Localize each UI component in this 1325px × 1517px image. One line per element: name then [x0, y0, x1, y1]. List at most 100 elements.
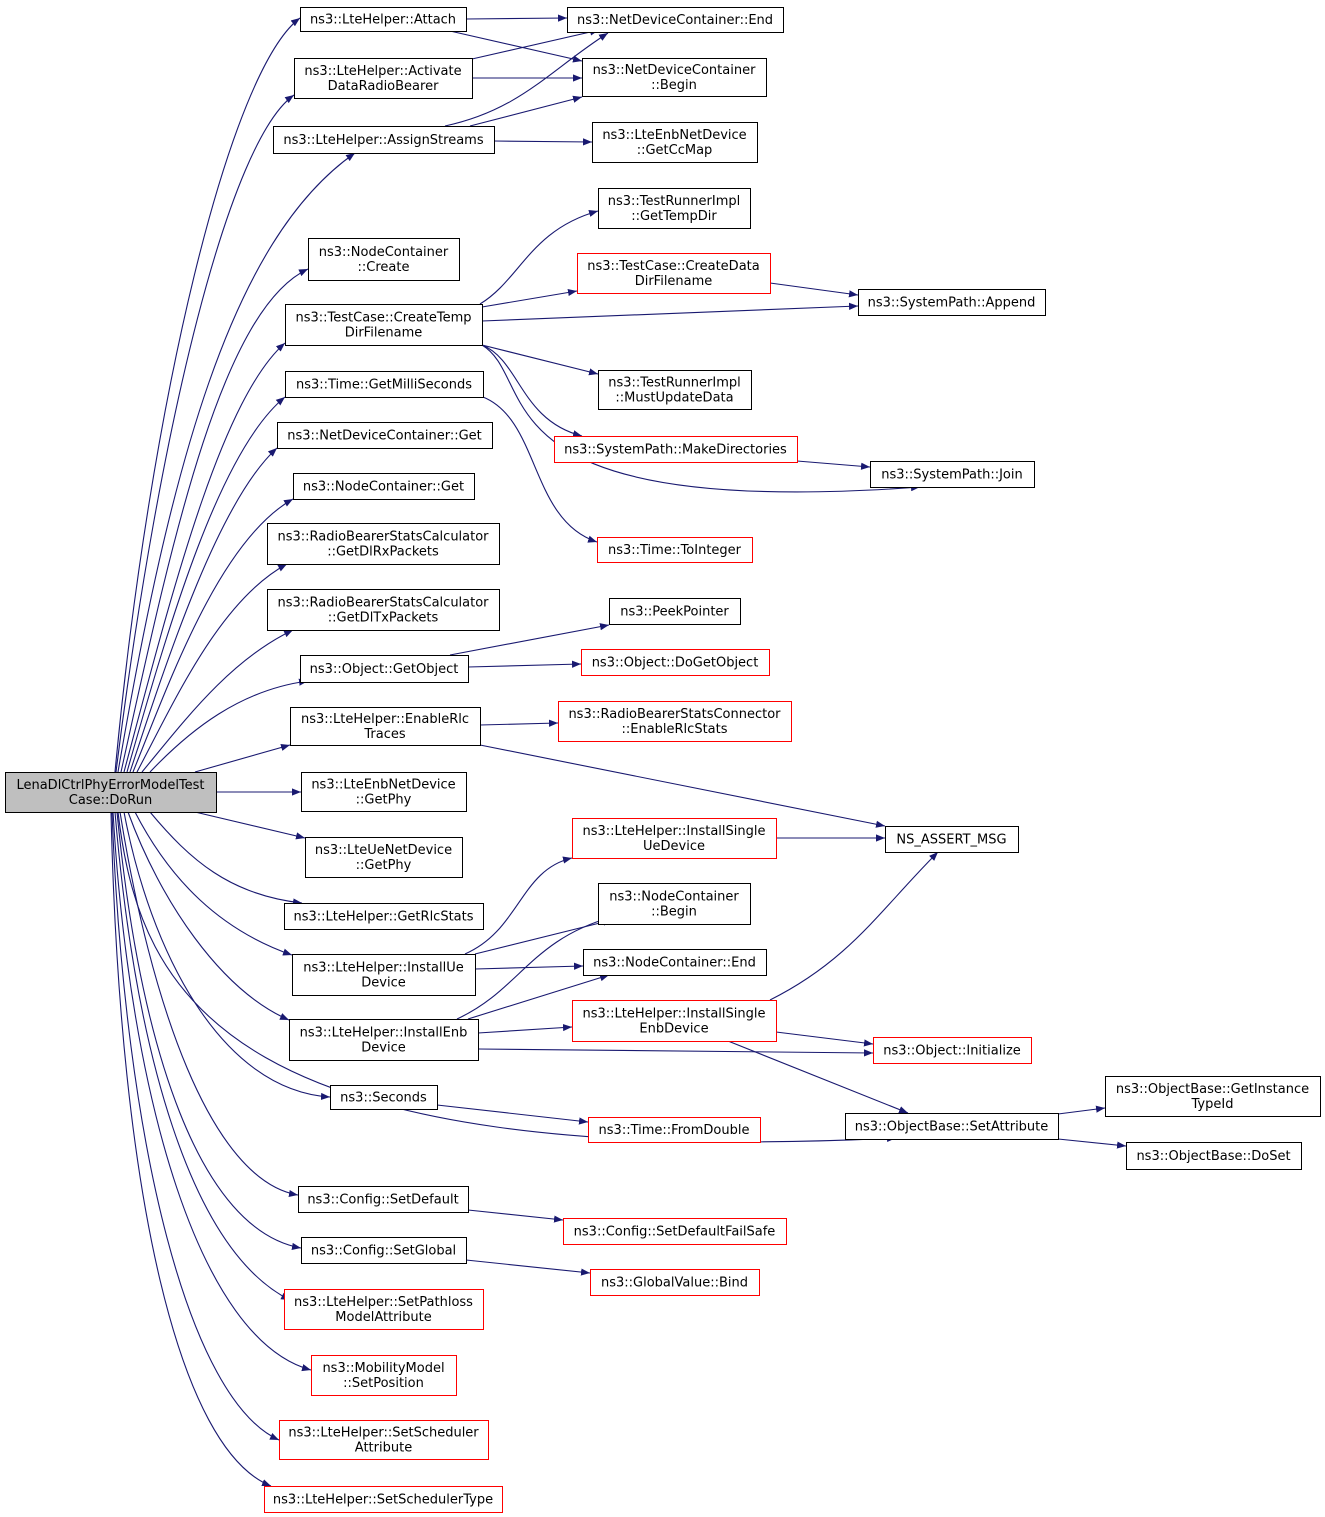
node-label-line: ns3::LteHelper::AssignStreams — [283, 133, 483, 148]
node-box — [1105, 1076, 1321, 1117]
node-obj-get[interactable]: ns3::Object::GetObject — [300, 655, 469, 683]
node-ob-doset[interactable]: ns3::ObjectBase::DoSet — [1126, 1142, 1302, 1170]
node-ndc-begin[interactable]: ns3::NetDeviceContainer::Begin — [582, 58, 767, 97]
node-label-line: ns3::LteHelper::EnableRlc — [301, 712, 469, 727]
node-nc-create[interactable]: ns3::NodeContainer::Create — [308, 238, 460, 281]
node-label-line: ns3::TestCase::CreateData — [587, 259, 759, 274]
call-edge-obj_get-to-peek — [449, 623, 610, 656]
call-edge-root-to-enable_rlc — [194, 743, 291, 773]
node-label-line: ns3::NetDeviceContainer — [593, 63, 757, 78]
node-box — [285, 371, 484, 398]
call-edge-root-to-rlc_stats — [149, 811, 303, 906]
node-label-line: ns3::LteHelper::Attach — [310, 13, 456, 28]
node-label-line: DirFilename — [345, 326, 423, 341]
node-cfg-glob[interactable]: ns3::Config::SetGlobal — [301, 1237, 467, 1264]
node-rbs-tx[interactable]: ns3::RadioBearerStatsCalculator::GetDlTx… — [267, 589, 500, 631]
call-edge-inst_single_enb-to-obj_init — [775, 1031, 874, 1047]
call-edge-root-to-ue_phy — [194, 811, 306, 840]
node-mob-pos[interactable]: ns3::MobilityModel::SetPosition — [311, 1355, 457, 1396]
node-box — [308, 238, 460, 281]
node-sp-join[interactable]: ns3::SystemPath::Join — [870, 461, 1035, 488]
call-edge-assign-to-ndc_begin — [469, 95, 583, 127]
node-box — [597, 537, 753, 563]
node-rlc-stats[interactable]: ns3::LteHelper::GetRlcStats — [284, 903, 484, 930]
node-label-line: DataRadioBearer — [328, 79, 440, 94]
node-sp-append[interactable]: ns3::SystemPath::Append — [858, 289, 1046, 316]
node-ccmap[interactable]: ns3::LteEnbNetDevice::GetCcMap — [592, 122, 758, 163]
node-peek[interactable]: ns3::PeekPointer — [609, 598, 741, 625]
node-label-line: ns3::NodeContainer — [609, 890, 739, 905]
node-label-line: ns3::LteHelper::Activate — [304, 64, 461, 79]
node-box — [581, 649, 770, 676]
node-tri-must[interactable]: ns3::TestRunnerImpl::MustUpdateData — [598, 370, 752, 410]
node-label-line: ns3::Time::ToInteger — [608, 543, 742, 558]
node-box — [300, 655, 469, 683]
node-pathloss[interactable]: ns3::LteHelper::SetPathlossModelAttribut… — [284, 1289, 484, 1330]
node-label-line: ns3::ObjectBase::SetAttribute — [855, 1120, 1049, 1135]
call-edge-sp_mkdirs-to-sp_join — [796, 460, 871, 470]
node-label-line: ns3::PeekPointer — [620, 605, 729, 620]
node-box — [267, 523, 500, 565]
call-edge-root-to-attach — [114, 17, 301, 773]
node-obj-doget[interactable]: ns3::Object::DoGetObject — [581, 649, 770, 676]
node-attach[interactable]: ns3::LteHelper::Attach — [300, 7, 467, 32]
call-edge-root-to-install_enb — [127, 811, 290, 1021]
call-edge-install_enb-to-nc_begin — [456, 915, 613, 1020]
node-box — [5, 772, 217, 813]
call-edge-attach-to-ndc_end — [465, 14, 568, 22]
node-label-line: TypeId — [1191, 1097, 1234, 1112]
node-ue-phy[interactable]: ns3::LteUeNetDevice::GetPhy — [305, 837, 463, 878]
node-label-line: ns3::Seconds — [340, 1091, 427, 1106]
node-obj-init[interactable]: ns3::Object::Initialize — [873, 1037, 1032, 1064]
node-time-toint[interactable]: ns3::Time::ToInteger — [597, 537, 753, 563]
node-box — [292, 954, 476, 996]
node-nc-get[interactable]: ns3::NodeContainer::Get — [293, 473, 475, 500]
node-box — [300, 7, 467, 32]
node-nc-begin[interactable]: ns3::NodeContainer::Begin — [598, 883, 751, 925]
node-rbs-conn[interactable]: ns3::RadioBearerStatsConnector::EnableRl… — [558, 701, 792, 742]
node-ndc-end[interactable]: ns3::NetDeviceContainer::End — [567, 7, 784, 33]
node-cfg-def[interactable]: ns3::Config::SetDefault — [298, 1186, 469, 1213]
node-label-line: ns3::Object::Initialize — [883, 1044, 1021, 1059]
node-label-line: DirFilename — [635, 274, 713, 289]
node-sched-type[interactable]: ns3::LteHelper::SetSchedulerType — [264, 1486, 503, 1513]
call-edge-tc_tmp-to-sp_append — [481, 302, 859, 322]
node-rbs-rx[interactable]: ns3::RadioBearerStatsCalculator::GetDlRx… — [267, 523, 500, 565]
call-edge-enable_rlc-to-ns_assert — [479, 744, 886, 828]
node-box — [590, 1269, 760, 1296]
node-ndc-get[interactable]: ns3::NetDeviceContainer::Get — [277, 422, 493, 449]
node-box — [873, 1037, 1032, 1064]
node-label-line: ns3::Object::DoGetObject — [592, 656, 759, 671]
node-time-fromd[interactable]: ns3::Time::FromDouble — [588, 1117, 761, 1143]
node-seconds[interactable]: ns3::Seconds — [330, 1085, 438, 1110]
node-ns-assert[interactable]: NS_ASSERT_MSG — [885, 826, 1019, 853]
node-gv-bind[interactable]: ns3::GlobalValue::Bind — [590, 1269, 760, 1296]
call-edge-cfg_def-to-cfg_failsafe — [467, 1209, 564, 1223]
node-box — [264, 1486, 503, 1513]
node-label-line: ns3::SystemPath::Join — [881, 468, 1022, 483]
node-enb-phy[interactable]: ns3::LteEnbNetDevice::GetPhy — [301, 772, 467, 812]
node-box — [583, 949, 767, 976]
node-time-ms[interactable]: ns3::Time::GetMilliSeconds — [285, 371, 484, 398]
node-assign[interactable]: ns3::LteHelper::AssignStreams — [273, 126, 495, 154]
node-cfg-failsafe[interactable]: ns3::Config::SetDefaultFailSafe — [563, 1218, 787, 1245]
node-label-line: ns3::Time::FromDouble — [599, 1123, 750, 1138]
node-ob-setattr[interactable]: ns3::ObjectBase::SetAttribute — [845, 1113, 1059, 1140]
node-nc-end[interactable]: ns3::NodeContainer::End — [583, 949, 767, 976]
call-edge-activate-to-ndc_end — [471, 28, 600, 60]
node-tri-temp[interactable]: ns3::TestRunnerImpl::GetTempDir — [598, 188, 751, 229]
node-sp-mkdirs[interactable]: ns3::SystemPath::MakeDirectories — [554, 436, 798, 463]
call-edges — [110, 14, 1127, 1487]
call-edge-root-to-cfg_glob — [116, 811, 302, 1250]
call-edge-tc_tmp-to-tri_must — [481, 344, 599, 376]
